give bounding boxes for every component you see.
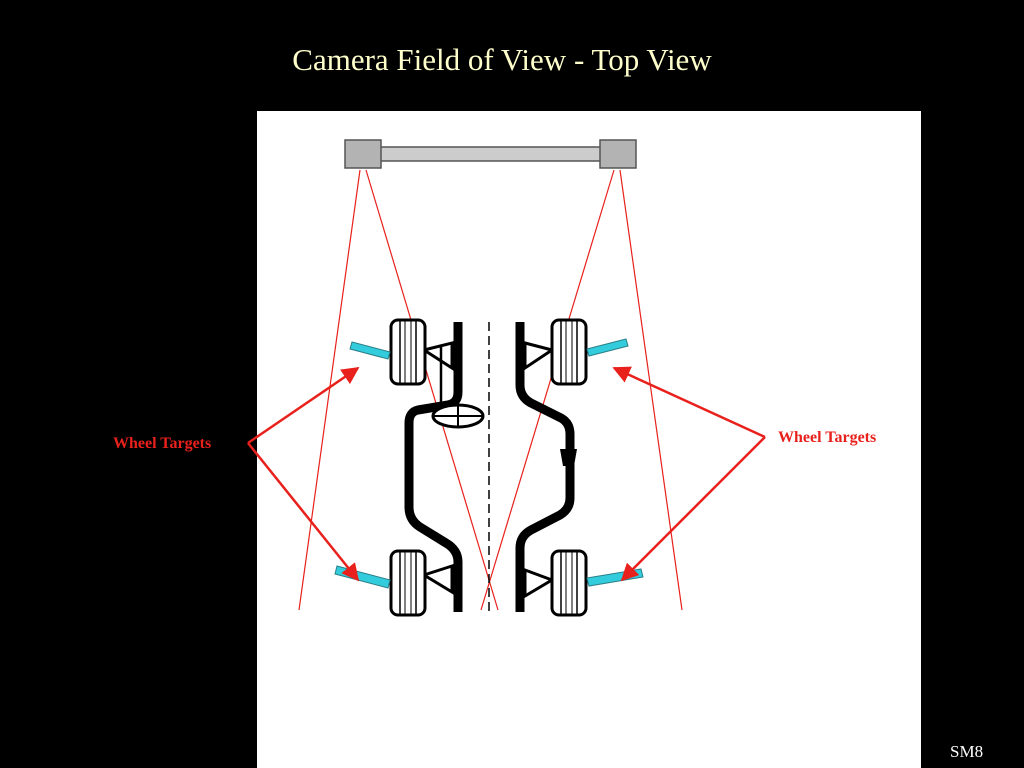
tire-icon-rear-right	[550, 549, 588, 617]
wheel-target-front-right	[586, 338, 629, 357]
chassis-left	[404, 322, 463, 612]
slide-title: Camera Field of View - Top View	[292, 42, 712, 77]
wheel-target-front-left	[349, 341, 391, 360]
diagram-panel	[257, 111, 921, 768]
wheel-targets-label-left: Wheel Targets	[113, 435, 212, 452]
wheel-target-rear-right	[586, 568, 644, 587]
tire-icon-front-right	[550, 318, 588, 386]
steering-wheel-icon	[431, 345, 485, 429]
callout-arrows	[247, 366, 766, 582]
wheel-targets-label-right: Wheel Targets	[778, 429, 877, 446]
camera-right-icon	[599, 139, 637, 169]
camera-beam	[344, 139, 637, 169]
field-of-view-lines	[298, 169, 683, 611]
slide-number: SM8	[950, 742, 984, 761]
spindle-brackets	[420, 341, 556, 599]
camera-left-icon	[344, 139, 382, 169]
tire-icon-rear-left	[389, 549, 427, 617]
wheel-target-rear-left	[334, 565, 391, 589]
tire-icon-front-left	[389, 318, 427, 386]
